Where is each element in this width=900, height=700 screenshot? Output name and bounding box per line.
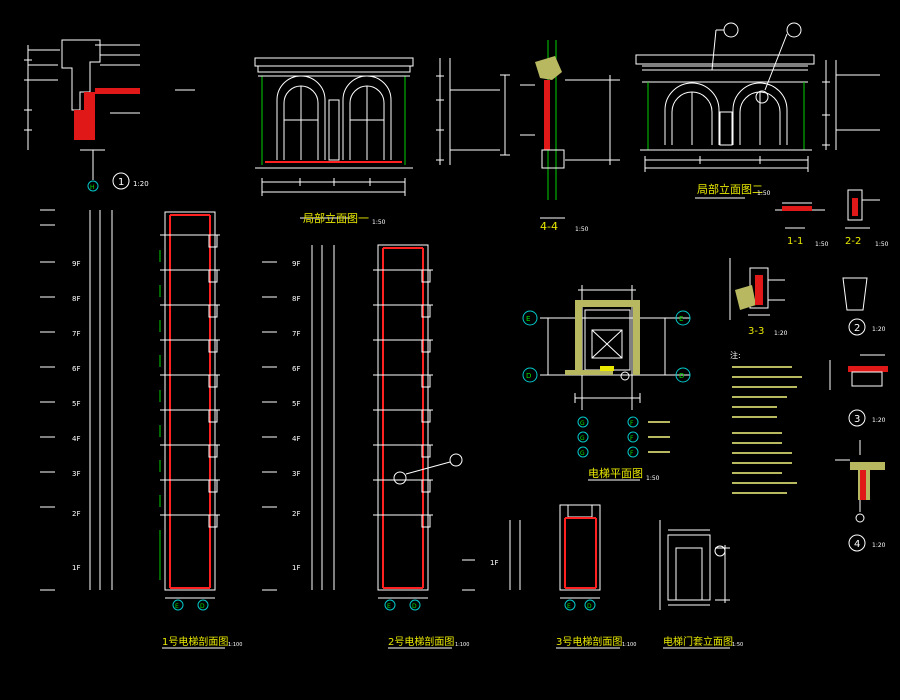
e1-floor-3f: 3F bbox=[72, 470, 80, 478]
e3-axis-e: E bbox=[567, 603, 571, 610]
e2-floor-5f: 5F bbox=[292, 400, 300, 408]
section-3-3: 3-3 1:20 bbox=[729, 258, 788, 337]
partial-elevation-2: 局部立面图二 1:50 bbox=[635, 22, 880, 199]
plan-axis-f-1: F bbox=[630, 420, 634, 427]
detail-3-scale: 1:20 bbox=[872, 417, 886, 424]
elevator-3-section: 1F E D 3号电梯剖面图 1:100 bbox=[462, 504, 636, 649]
elevator-1-level-marks bbox=[40, 209, 55, 591]
elevator-2-section-title: 2号电梯剖面图 bbox=[388, 635, 454, 648]
detail-1-scale: 1:20 bbox=[133, 180, 149, 188]
elevator-door-elevation-title: 电梯门套立面图 bbox=[663, 635, 733, 648]
elevator-1-section: 9F 8F 7F 6F 5F 4F 3F 2F 1F bbox=[40, 209, 242, 649]
notes-lines bbox=[732, 366, 802, 494]
e2-floor-4f: 4F bbox=[292, 435, 300, 443]
e2-floor-1f: 1F bbox=[292, 564, 300, 572]
e1-floor-4f: 4F bbox=[72, 435, 80, 443]
elevator-door-elevation: 电梯门套立面图 1:50 bbox=[659, 520, 743, 649]
e2-floor-2f: 2F bbox=[292, 510, 300, 518]
plan-axis-e-left: E bbox=[526, 315, 530, 323]
detail-4: 4 1:20 bbox=[835, 440, 886, 552]
e2-floor-3f: 3F bbox=[292, 470, 300, 478]
section-4-4-scale: 1:50 bbox=[575, 226, 589, 233]
detail-1: H 1 1:20 bbox=[24, 39, 195, 192]
e1-floor-5f: 5F bbox=[72, 400, 80, 408]
plan-axis-d-right: D bbox=[679, 372, 684, 380]
detail-number-3: 3 bbox=[854, 414, 860, 425]
elevator-plan-scale: 1:50 bbox=[646, 475, 660, 482]
section-1-1: 1-1 1:50 bbox=[775, 202, 829, 248]
elevator-plan: E D E D G G G F F F bbox=[522, 285, 691, 482]
elevator-2-level-marks bbox=[262, 261, 277, 591]
partial-elevation-1: 局部立面图一 1:50 bbox=[254, 57, 500, 226]
partial-elevation-2-title: 局部立面图二 bbox=[697, 182, 763, 196]
elevator-2-section-scale: 1:100 bbox=[455, 642, 469, 648]
e1-floor-8f: 8F bbox=[72, 295, 80, 303]
detail-number-4: 4 bbox=[854, 539, 860, 550]
section-1-1-title: 1-1 bbox=[787, 236, 803, 247]
section-3-3-title: 3-3 bbox=[748, 326, 764, 337]
e1-floor-9f: 9F bbox=[72, 260, 80, 268]
section-2-2: 2-2 1:50 bbox=[845, 189, 889, 248]
plan-axis-g-2: G bbox=[580, 435, 585, 442]
section-1-1-scale: 1:50 bbox=[815, 241, 829, 248]
elevator-door-elevation-scale: 1:50 bbox=[732, 642, 743, 648]
plan-axis-f-3: F bbox=[630, 450, 634, 457]
elevator-3-section-title: 3号电梯剖面图 bbox=[556, 635, 622, 648]
detail-2: 2 1:20 bbox=[842, 277, 886, 336]
partial-elevation-1-scale: 1:50 bbox=[372, 219, 386, 226]
detail-4-scale: 1:20 bbox=[872, 542, 886, 549]
e2-floor-7f: 7F bbox=[292, 330, 300, 338]
partial-elevation-1-title: 局部立面图一 bbox=[303, 211, 369, 225]
detail-3: 3 1:20 bbox=[829, 354, 888, 427]
detail-number-2: 2 bbox=[854, 323, 860, 334]
e3-axis-d: D bbox=[587, 603, 592, 610]
section-4-4: 4-4 1:50 bbox=[500, 40, 620, 233]
elevator-plan-title: 电梯平面图 bbox=[588, 467, 643, 480]
detail-number-1: 1 bbox=[118, 177, 124, 188]
e1-axis-e: E bbox=[175, 603, 179, 610]
balustrade bbox=[642, 69, 808, 83]
e2-floor-6f: 6F bbox=[292, 365, 300, 373]
e1-floor-2f: 2F bbox=[72, 510, 80, 518]
notes-heading: 注: bbox=[730, 350, 741, 360]
elevator-1-section-scale: 1:100 bbox=[228, 642, 242, 648]
section-2-2-title: 2-2 bbox=[845, 236, 861, 247]
section-3-3-scale: 1:20 bbox=[774, 330, 788, 337]
e1-floor-6f: 6F bbox=[72, 365, 80, 373]
section-4-4-title: 4-4 bbox=[540, 220, 558, 233]
e2-axis-d: D bbox=[412, 603, 417, 610]
partial-elevation-2-scale: 1:50 bbox=[757, 190, 771, 197]
e1-axis-d: D bbox=[200, 603, 205, 610]
e2-axis-e: E bbox=[387, 603, 391, 610]
plan-axis-e-right: E bbox=[679, 315, 683, 323]
e1-floor-7f: 7F bbox=[72, 330, 80, 338]
elevator-3-section-scale: 1:100 bbox=[622, 642, 636, 648]
notes-block: 注: bbox=[730, 350, 802, 494]
e2-floor-9f: 9F bbox=[292, 260, 300, 268]
plan-axis-g-3: G bbox=[580, 450, 585, 457]
plan-axis-g-1: G bbox=[580, 420, 585, 427]
detail-2-scale: 1:20 bbox=[872, 326, 886, 333]
section-2-2-scale: 1:50 bbox=[875, 241, 889, 248]
elevator-2-section: 9F 8F 7F 6F 5F 4F 3F 2F 1F bbox=[262, 244, 469, 649]
e1-floor-1f: 1F bbox=[72, 564, 80, 572]
plan-axis-d-left: D bbox=[526, 372, 531, 380]
e3-floor-1f: 1F bbox=[490, 559, 498, 567]
plan-axis-f-2: F bbox=[630, 435, 634, 442]
elevator-1-section-title: 1号电梯剖面图 bbox=[162, 635, 228, 648]
axis-label-h: H bbox=[90, 184, 95, 191]
e2-floor-8f: 8F bbox=[292, 295, 300, 303]
